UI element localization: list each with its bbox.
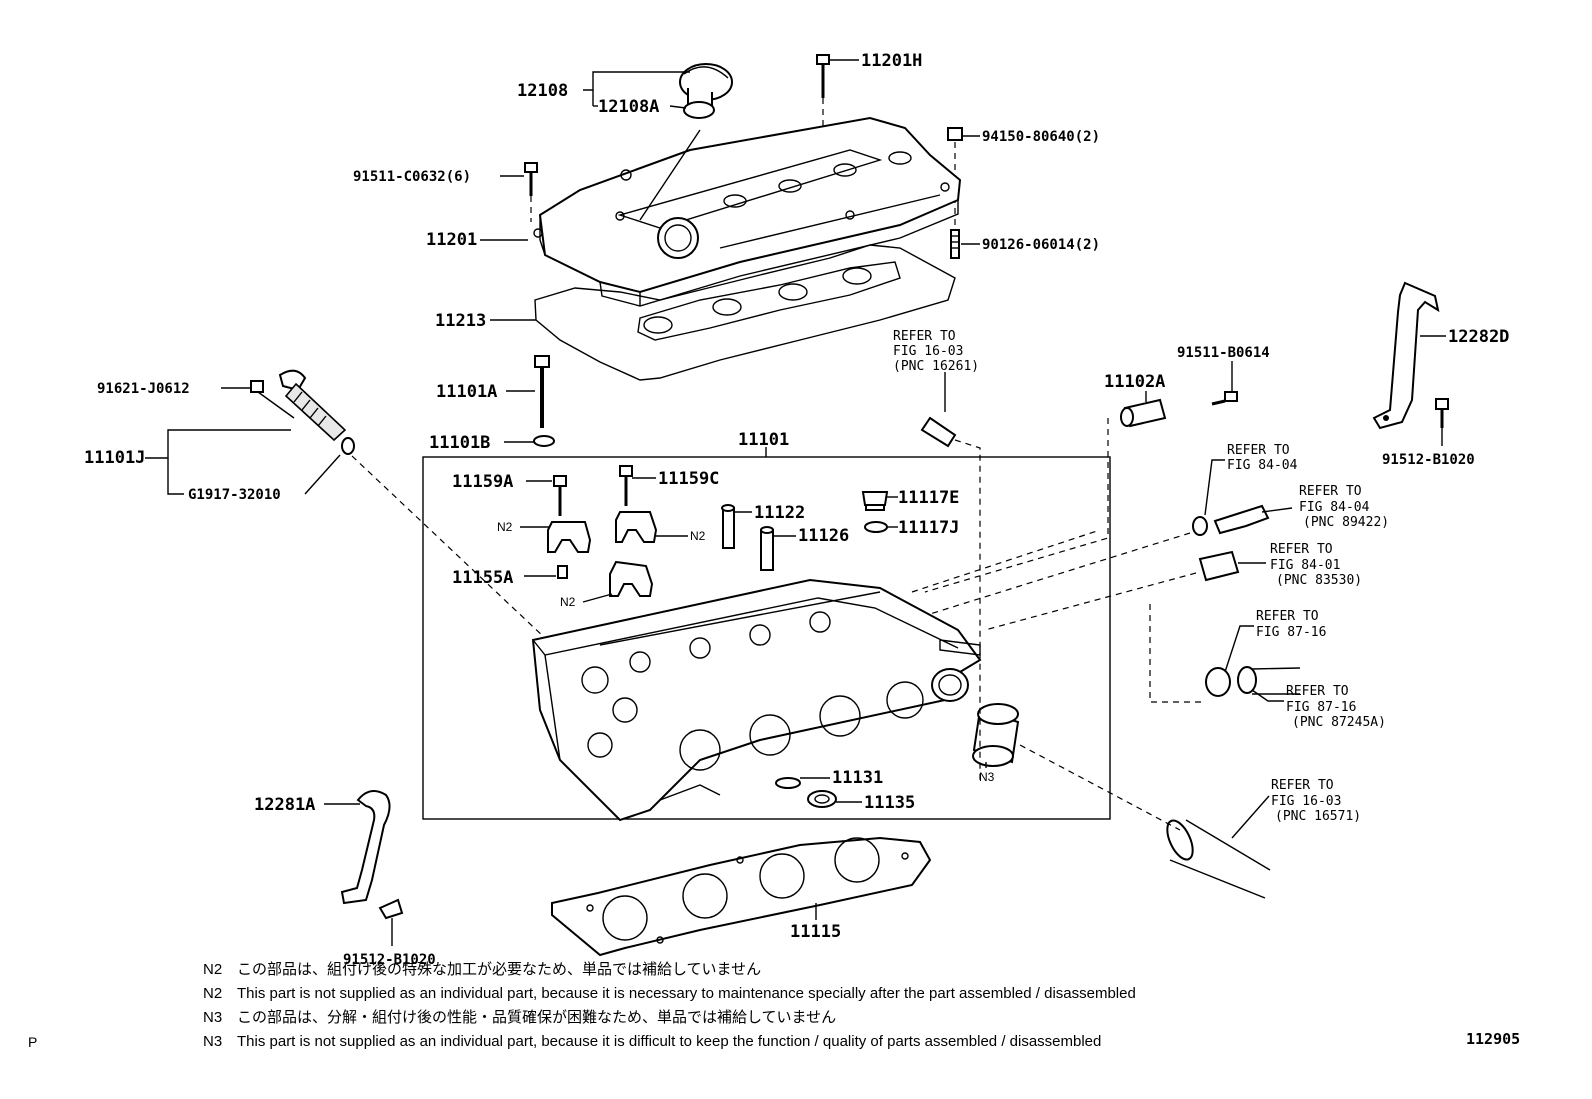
camshaft-bearing-cap bbox=[615, 511, 658, 543]
refer-fig-84-04-a[interactable]: REFER TO FIG 84-04 bbox=[1227, 443, 1298, 473]
label-11131[interactable]: 11131 bbox=[832, 768, 883, 788]
label-12281A[interactable]: 12281A bbox=[254, 795, 315, 815]
bolt-11159A bbox=[553, 475, 567, 516]
ring-11131 bbox=[775, 777, 801, 789]
bolt-91511-C0632 bbox=[524, 162, 538, 196]
washer-89422 bbox=[1192, 516, 1208, 536]
note-marker-n3: N3 bbox=[979, 770, 995, 784]
note-marker-n2-a: N2 bbox=[497, 520, 513, 534]
refer-fig-87-16-a[interactable]: REFER TO FIG 87-16 bbox=[1256, 609, 1326, 640]
label-11101B[interactable]: 11101B bbox=[429, 433, 490, 453]
label-11102A[interactable]: 11102A bbox=[1104, 372, 1165, 392]
label-11122[interactable]: 11122 bbox=[754, 503, 805, 523]
label-91511-C0632[interactable]: 91511-C0632(6) bbox=[353, 169, 471, 185]
label-11115[interactable]: 11115 bbox=[790, 922, 841, 942]
label-11101[interactable]: 11101 bbox=[738, 430, 789, 450]
refer-fig-16-03-a[interactable]: REFER TO FIG 16-03 (PNC 16261) bbox=[893, 329, 979, 374]
camshaft-bearing-cap bbox=[547, 521, 592, 553]
label-11159A[interactable]: 11159A bbox=[452, 472, 513, 492]
cylinder-head bbox=[531, 578, 982, 822]
bolt-91512-B1020-right bbox=[1435, 398, 1449, 428]
head-cover-gasket bbox=[534, 244, 956, 381]
engine-hanger-12282D bbox=[1372, 281, 1440, 430]
head-bolt-11101A bbox=[534, 355, 550, 428]
hose-clamp-87245A bbox=[1205, 666, 1301, 697]
label-11117E[interactable]: 11117E bbox=[898, 488, 959, 508]
bolt-11201H bbox=[816, 54, 830, 98]
hose-16261 bbox=[920, 416, 957, 448]
oil-control-valve bbox=[250, 369, 355, 455]
refer-fig-87-16-b[interactable]: REFER TO FIG 87-16 (PNC 87245A) bbox=[1286, 684, 1386, 730]
engine-hanger-12281A bbox=[340, 790, 391, 905]
bolt-91512-B1020-left bbox=[378, 898, 404, 920]
label-G1917-32010[interactable]: G1917-32010 bbox=[188, 487, 281, 503]
label-11135[interactable]: 11135 bbox=[864, 793, 915, 813]
pin-11155A bbox=[557, 565, 568, 579]
camshaft-bearing-cap bbox=[609, 560, 654, 597]
cylinder-head-gasket bbox=[551, 836, 932, 957]
label-11101A[interactable]: 11101A bbox=[436, 382, 497, 402]
label-11201[interactable]: 11201 bbox=[426, 230, 477, 250]
guide-11122 bbox=[721, 504, 735, 549]
refer-fig-84-04-b[interactable]: REFER TO FIG 84-04 (PNC 89422) bbox=[1299, 484, 1389, 530]
label-11159C[interactable]: 11159C bbox=[658, 469, 719, 489]
label-91511-B0614[interactable]: 91511-B0614 bbox=[1177, 345, 1270, 361]
label-11101J[interactable]: 11101J bbox=[84, 448, 145, 468]
seal-11135 bbox=[807, 790, 837, 808]
guide-11126 bbox=[760, 526, 774, 571]
bolt-91511-B0614 bbox=[1211, 391, 1238, 406]
plug-11117E bbox=[861, 491, 889, 511]
water-hose-16571 bbox=[1166, 819, 1271, 899]
label-11126[interactable]: 11126 bbox=[798, 526, 849, 546]
refer-fig-16-03-b[interactable]: REFER TO FIG 16-03 (PNC 16571) bbox=[1271, 778, 1361, 824]
label-91512-B1020-left[interactable]: 91512-B1020 bbox=[343, 952, 436, 968]
label-11155A[interactable]: 11155A bbox=[452, 568, 513, 588]
temp-sensor-89422 bbox=[1213, 504, 1293, 535]
label-11117J[interactable]: 11117J bbox=[898, 518, 959, 538]
note-marker-n2-b: N2 bbox=[690, 529, 706, 543]
label-11213[interactable]: 11213 bbox=[435, 311, 486, 331]
label-91621-J0612[interactable]: 91621-J0612 bbox=[97, 381, 190, 397]
label-12108[interactable]: 12108 bbox=[517, 81, 568, 101]
note-marker-n2-c: N2 bbox=[560, 595, 576, 609]
nut-94150 bbox=[947, 127, 963, 141]
plug-11102A bbox=[1120, 398, 1167, 428]
label-12282D[interactable]: 12282D bbox=[1448, 327, 1509, 347]
label-94150-80640[interactable]: 94150-80640(2) bbox=[982, 129, 1100, 145]
refer-fig-84-01[interactable]: REFER TO FIG 84-01 (PNC 83530) bbox=[1270, 542, 1362, 588]
corner-mark: P bbox=[28, 1034, 38, 1050]
cylinder-head-cover bbox=[533, 116, 962, 307]
bolt-11159C bbox=[619, 465, 633, 506]
gasket-11117J bbox=[864, 521, 888, 533]
washer-11101B bbox=[533, 435, 555, 447]
label-91512-B1020-right[interactable]: 91512-B1020 bbox=[1382, 452, 1475, 468]
label-12108A[interactable]: 12108A bbox=[598, 97, 659, 117]
figure-code: 112905 bbox=[1466, 1030, 1521, 1048]
label-11201H[interactable]: 11201H bbox=[861, 51, 922, 71]
stud-90126 bbox=[950, 229, 960, 259]
oil-filler-cap bbox=[679, 63, 733, 119]
sender-83530 bbox=[1198, 550, 1266, 582]
label-90126-06014[interactable]: 90126-06014(2) bbox=[982, 237, 1100, 253]
water-outlet-pipe-n3 bbox=[972, 703, 1020, 767]
